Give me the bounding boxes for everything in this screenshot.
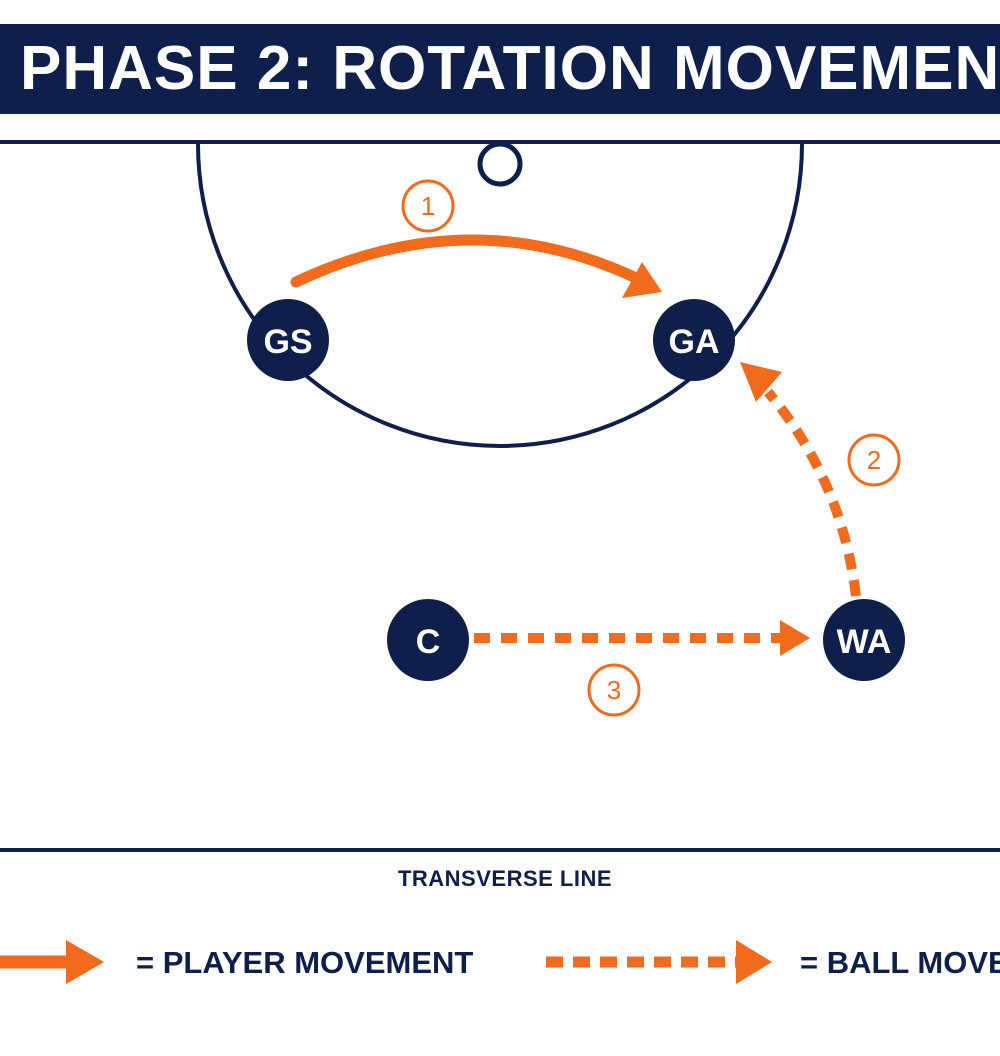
player-movement-arrow-1 [290, 234, 642, 288]
player-gs: GS [247, 299, 329, 381]
step-badge-2: 2 [847, 433, 901, 487]
player-movement-arrowhead-1 [622, 262, 662, 298]
svg-text:3: 3 [607, 675, 621, 705]
svg-text:GS: GS [263, 323, 312, 361]
transverse-line [0, 848, 1000, 852]
step-badge-1: 1 [401, 179, 455, 233]
svg-text:2: 2 [867, 445, 881, 475]
goal-post-ring [477, 141, 523, 187]
ball-movement-arrow-2 [764, 388, 861, 597]
title-bar: PHASE 2: ROTATION MOVEMENT [0, 24, 1000, 114]
legend-player-movement-label: = PLAYER MOVEMENT [136, 945, 474, 980]
ball-movement-arrowhead-2 [740, 362, 782, 402]
legend-ball-movement-label: = BALL MOVEMENT [800, 945, 1000, 980]
svg-text:1: 1 [421, 191, 435, 221]
legend-player-arrow [0, 940, 104, 984]
player-wa: WA [823, 599, 905, 681]
svg-text:GA: GA [669, 323, 720, 361]
ball-movement-arrowhead-3 [780, 620, 810, 656]
player-c: C [387, 599, 469, 681]
transverse-line-label: TRANSVERSE LINE [397, 866, 613, 891]
player-ga: GA [653, 299, 735, 381]
legend-ball-arrow [546, 940, 772, 984]
goal-circle [196, 143, 804, 448]
svg-text:C: C [416, 623, 441, 661]
step-badge-3: 3 [587, 663, 641, 717]
page-title: PHASE 2: ROTATION MOVEMENT [20, 34, 1000, 103]
svg-text:WA: WA [837, 623, 892, 661]
